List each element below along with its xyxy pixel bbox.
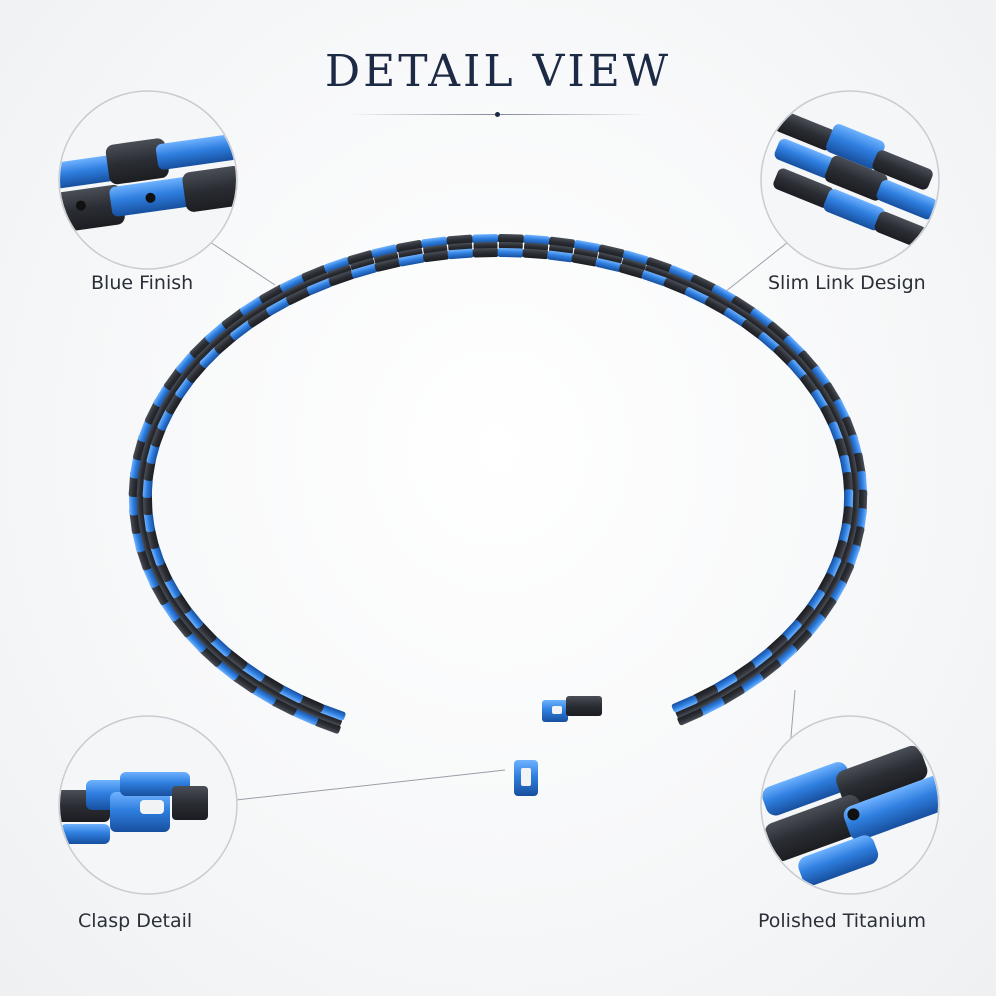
chain-link bbox=[663, 265, 695, 295]
detail-circle-polished-titanium bbox=[760, 715, 940, 895]
chain-link bbox=[240, 295, 273, 328]
chain-link bbox=[279, 274, 312, 305]
page-title: DETAIL VIEW bbox=[324, 46, 672, 97]
chain-link bbox=[671, 695, 704, 726]
chain-link bbox=[684, 274, 717, 305]
chain-link bbox=[232, 661, 265, 694]
title-divider-dot bbox=[495, 112, 500, 117]
callout-label-clasp-detail: Clasp Detail bbox=[78, 910, 193, 932]
chain-link bbox=[251, 673, 284, 705]
chain-link bbox=[421, 236, 450, 263]
chain-link bbox=[730, 661, 764, 694]
chain-link bbox=[692, 684, 725, 716]
chain-link bbox=[347, 250, 378, 279]
chain-link bbox=[314, 704, 346, 734]
callout-label-slim-link-design: Slim Link Design bbox=[768, 272, 926, 294]
chain-link bbox=[748, 648, 781, 681]
clasp-right-end bbox=[514, 760, 538, 796]
chain-link bbox=[292, 695, 324, 726]
necklace-chain bbox=[128, 233, 868, 734]
chain-link bbox=[712, 673, 745, 705]
detail-circle-slim-link-design bbox=[760, 90, 940, 270]
detail-circle-blue-finish bbox=[58, 90, 238, 270]
chain-link bbox=[497, 233, 525, 258]
chain-link bbox=[472, 233, 499, 258]
clasp-left-end bbox=[542, 696, 602, 722]
detail-circle-clasp-detail bbox=[58, 715, 238, 895]
chain-link bbox=[641, 257, 673, 287]
chain-link bbox=[704, 284, 737, 316]
chain-link bbox=[571, 239, 601, 267]
chain-link bbox=[221, 308, 255, 341]
chain-link bbox=[618, 250, 649, 279]
chain-link bbox=[522, 234, 550, 260]
chain-link bbox=[301, 265, 333, 295]
chain-link bbox=[396, 239, 425, 267]
chain-link bbox=[259, 284, 292, 316]
chain-link bbox=[323, 257, 355, 287]
chain-link bbox=[595, 244, 625, 272]
leader-lines bbox=[209, 241, 796, 801]
chain-link bbox=[271, 684, 304, 716]
chain-link bbox=[547, 236, 576, 263]
chain-link bbox=[446, 234, 474, 260]
callout-label-blue-finish: Blue Finish bbox=[91, 272, 194, 294]
callout-label-polished-titanium: Polished Titanium bbox=[758, 910, 926, 932]
chain-link bbox=[723, 296, 757, 328]
chain-link bbox=[371, 244, 401, 272]
